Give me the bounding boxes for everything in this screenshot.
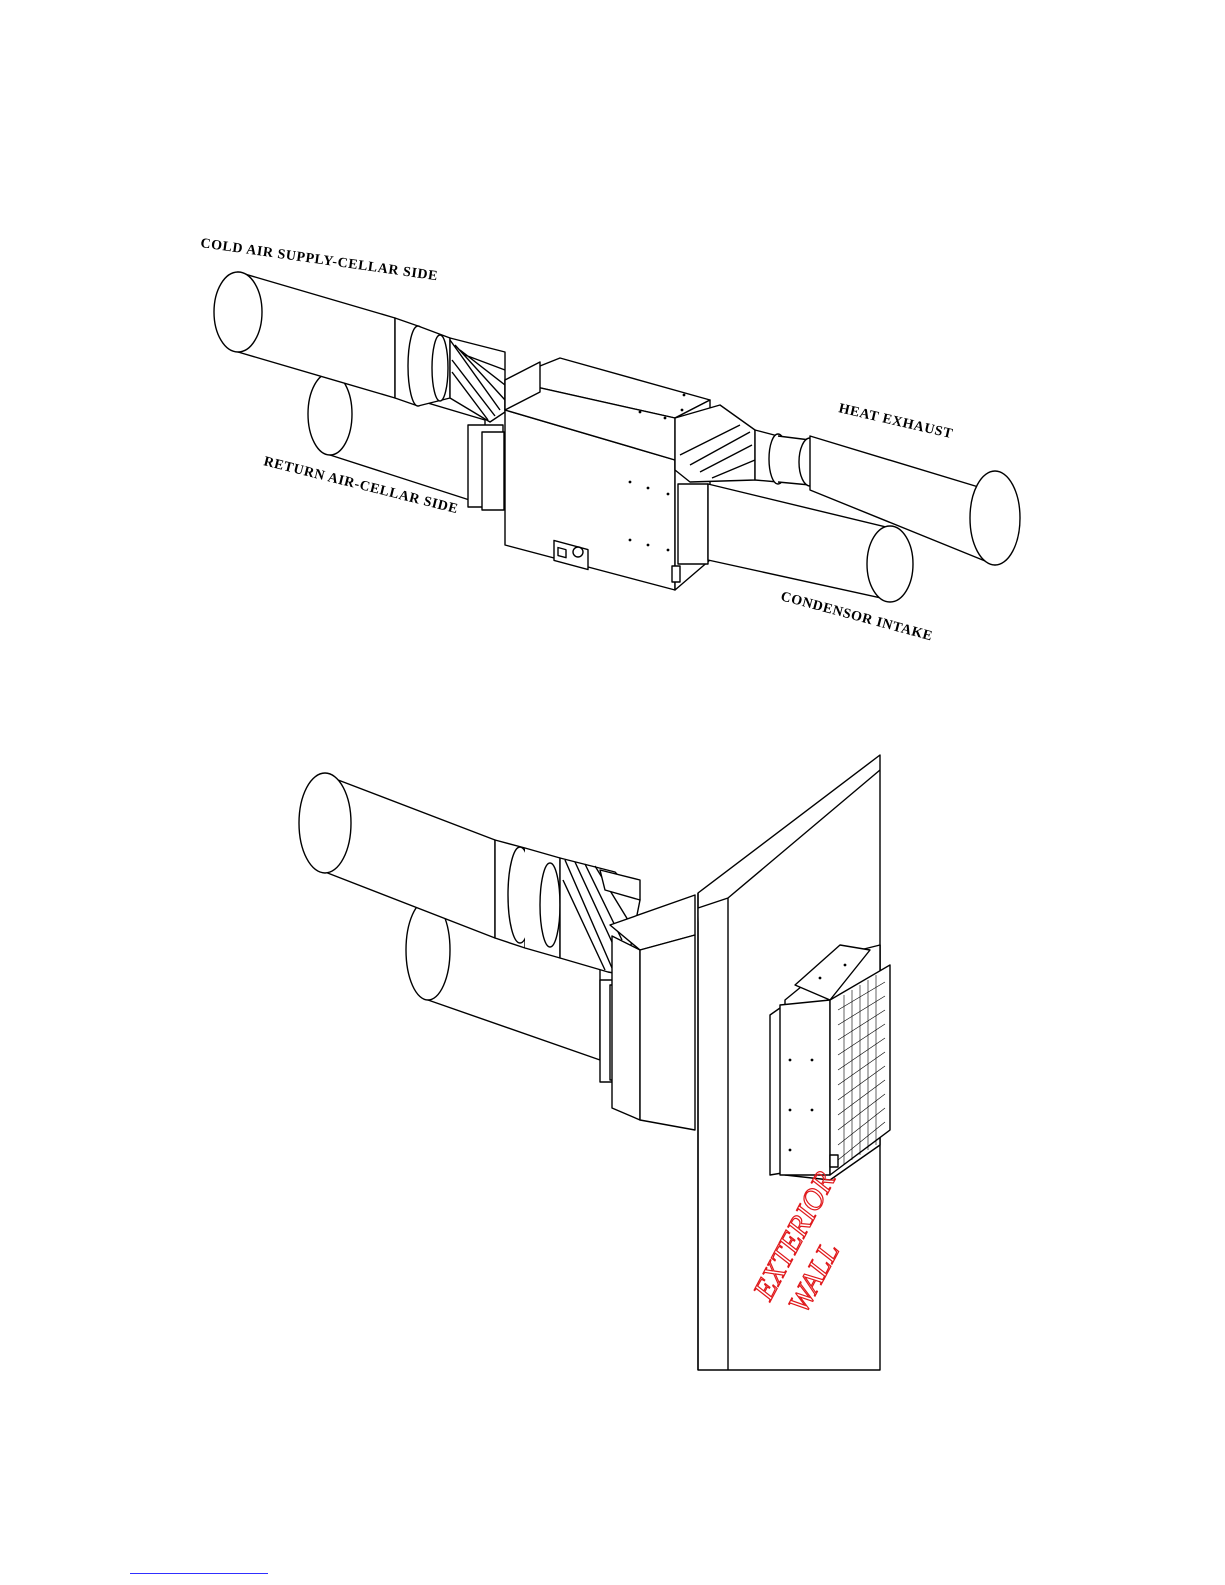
condensor-intake-label: CONDENSOR INTAKE	[779, 589, 934, 644]
footer-link-underline[interactable]	[130, 1573, 268, 1574]
heat-exhaust-label: HEAT EXHAUST	[837, 401, 954, 442]
top-diagram-drawing	[214, 272, 1020, 602]
